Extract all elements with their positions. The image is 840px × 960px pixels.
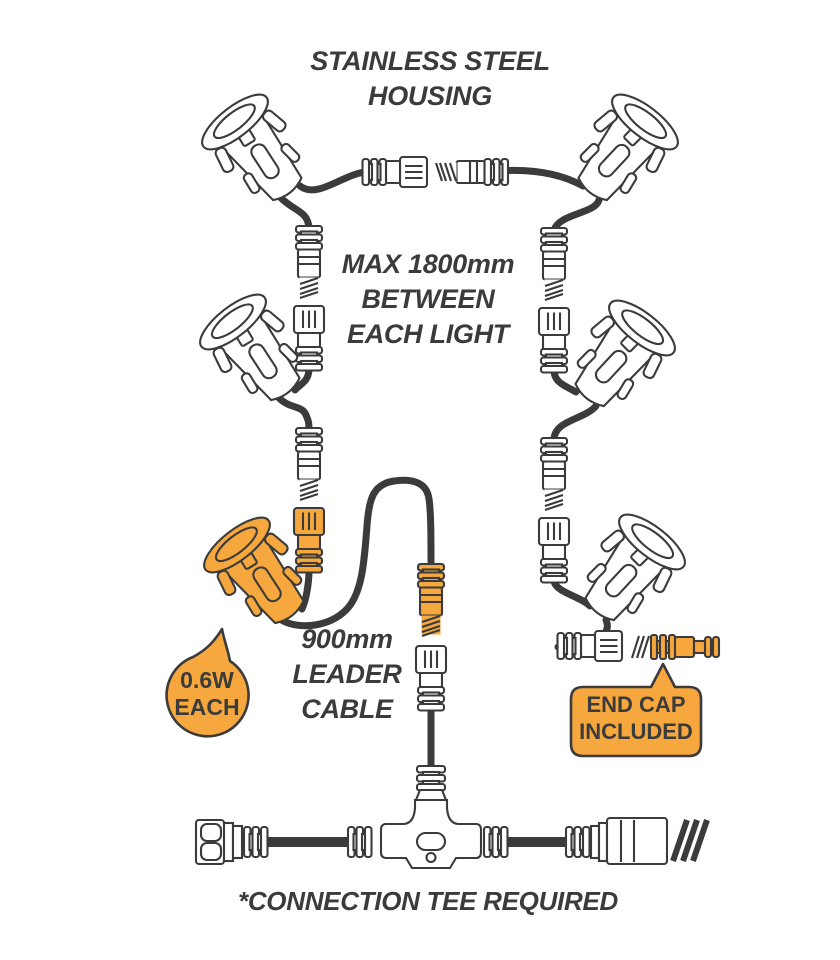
wattage-line-2: EACH [174,694,240,720]
diagram-title: STAINLESS STEEL HOUSING [240,44,620,114]
end-cap-badge-bubble [569,662,703,758]
max-note-line-1: MAX 1800mm [341,249,515,279]
supply-plug-left [194,818,269,866]
connection-tee-note: *CONNECTION TEE REQUIRED [238,886,618,916]
leader-cable-path [279,476,435,630]
tee-right-strain-relief [482,825,509,859]
female-connector-line-end [556,629,624,663]
end-cap-plug [630,633,721,661]
cable-segment [277,194,313,232]
max-note-line-2: BETWEEN [361,284,495,314]
cable-segment [550,196,603,234]
connection-tee [194,764,710,870]
female-connector-orange [292,506,326,574]
cable-segment [298,566,313,613]
cable-segment [550,576,594,610]
tee-left-strain-relief [346,825,373,859]
female-connector [361,155,429,189]
leader-note-line-2: LEADER [292,659,402,689]
male-connector [294,426,324,502]
title-line-2: HOUSING [368,81,492,111]
leader-note-line-1: 900mm [301,624,393,654]
end-cap-line-2: INCLUDED [579,719,693,744]
cable-segment [296,168,372,194]
wattage-line-1: 0.6W [180,667,234,693]
cable-segment [550,402,600,444]
cable-segment [275,394,313,434]
end-cap-badge: END CAP INCLUDED [576,691,696,745]
wattage-badge-balloon [165,627,250,738]
end-cap-line-1: END CAP [586,692,686,717]
male-connector [434,157,510,187]
title-line-1: STAINLESS STEEL [310,46,550,76]
male-connector [539,436,569,512]
supply-plug-right [564,816,710,866]
wattage-badge: 0.6W EACH [157,667,257,721]
light-fixture-bottom-right [564,504,694,639]
leader-cable-note: 900mm LEADER CABLE [247,622,447,727]
female-connector [537,516,571,584]
max-distance-note: MAX 1800mm BETWEEN EACH LIGHT [278,247,578,352]
leader-note-line-3: CABLE [301,694,393,724]
max-note-line-3: EACH LIGHT [347,319,509,349]
